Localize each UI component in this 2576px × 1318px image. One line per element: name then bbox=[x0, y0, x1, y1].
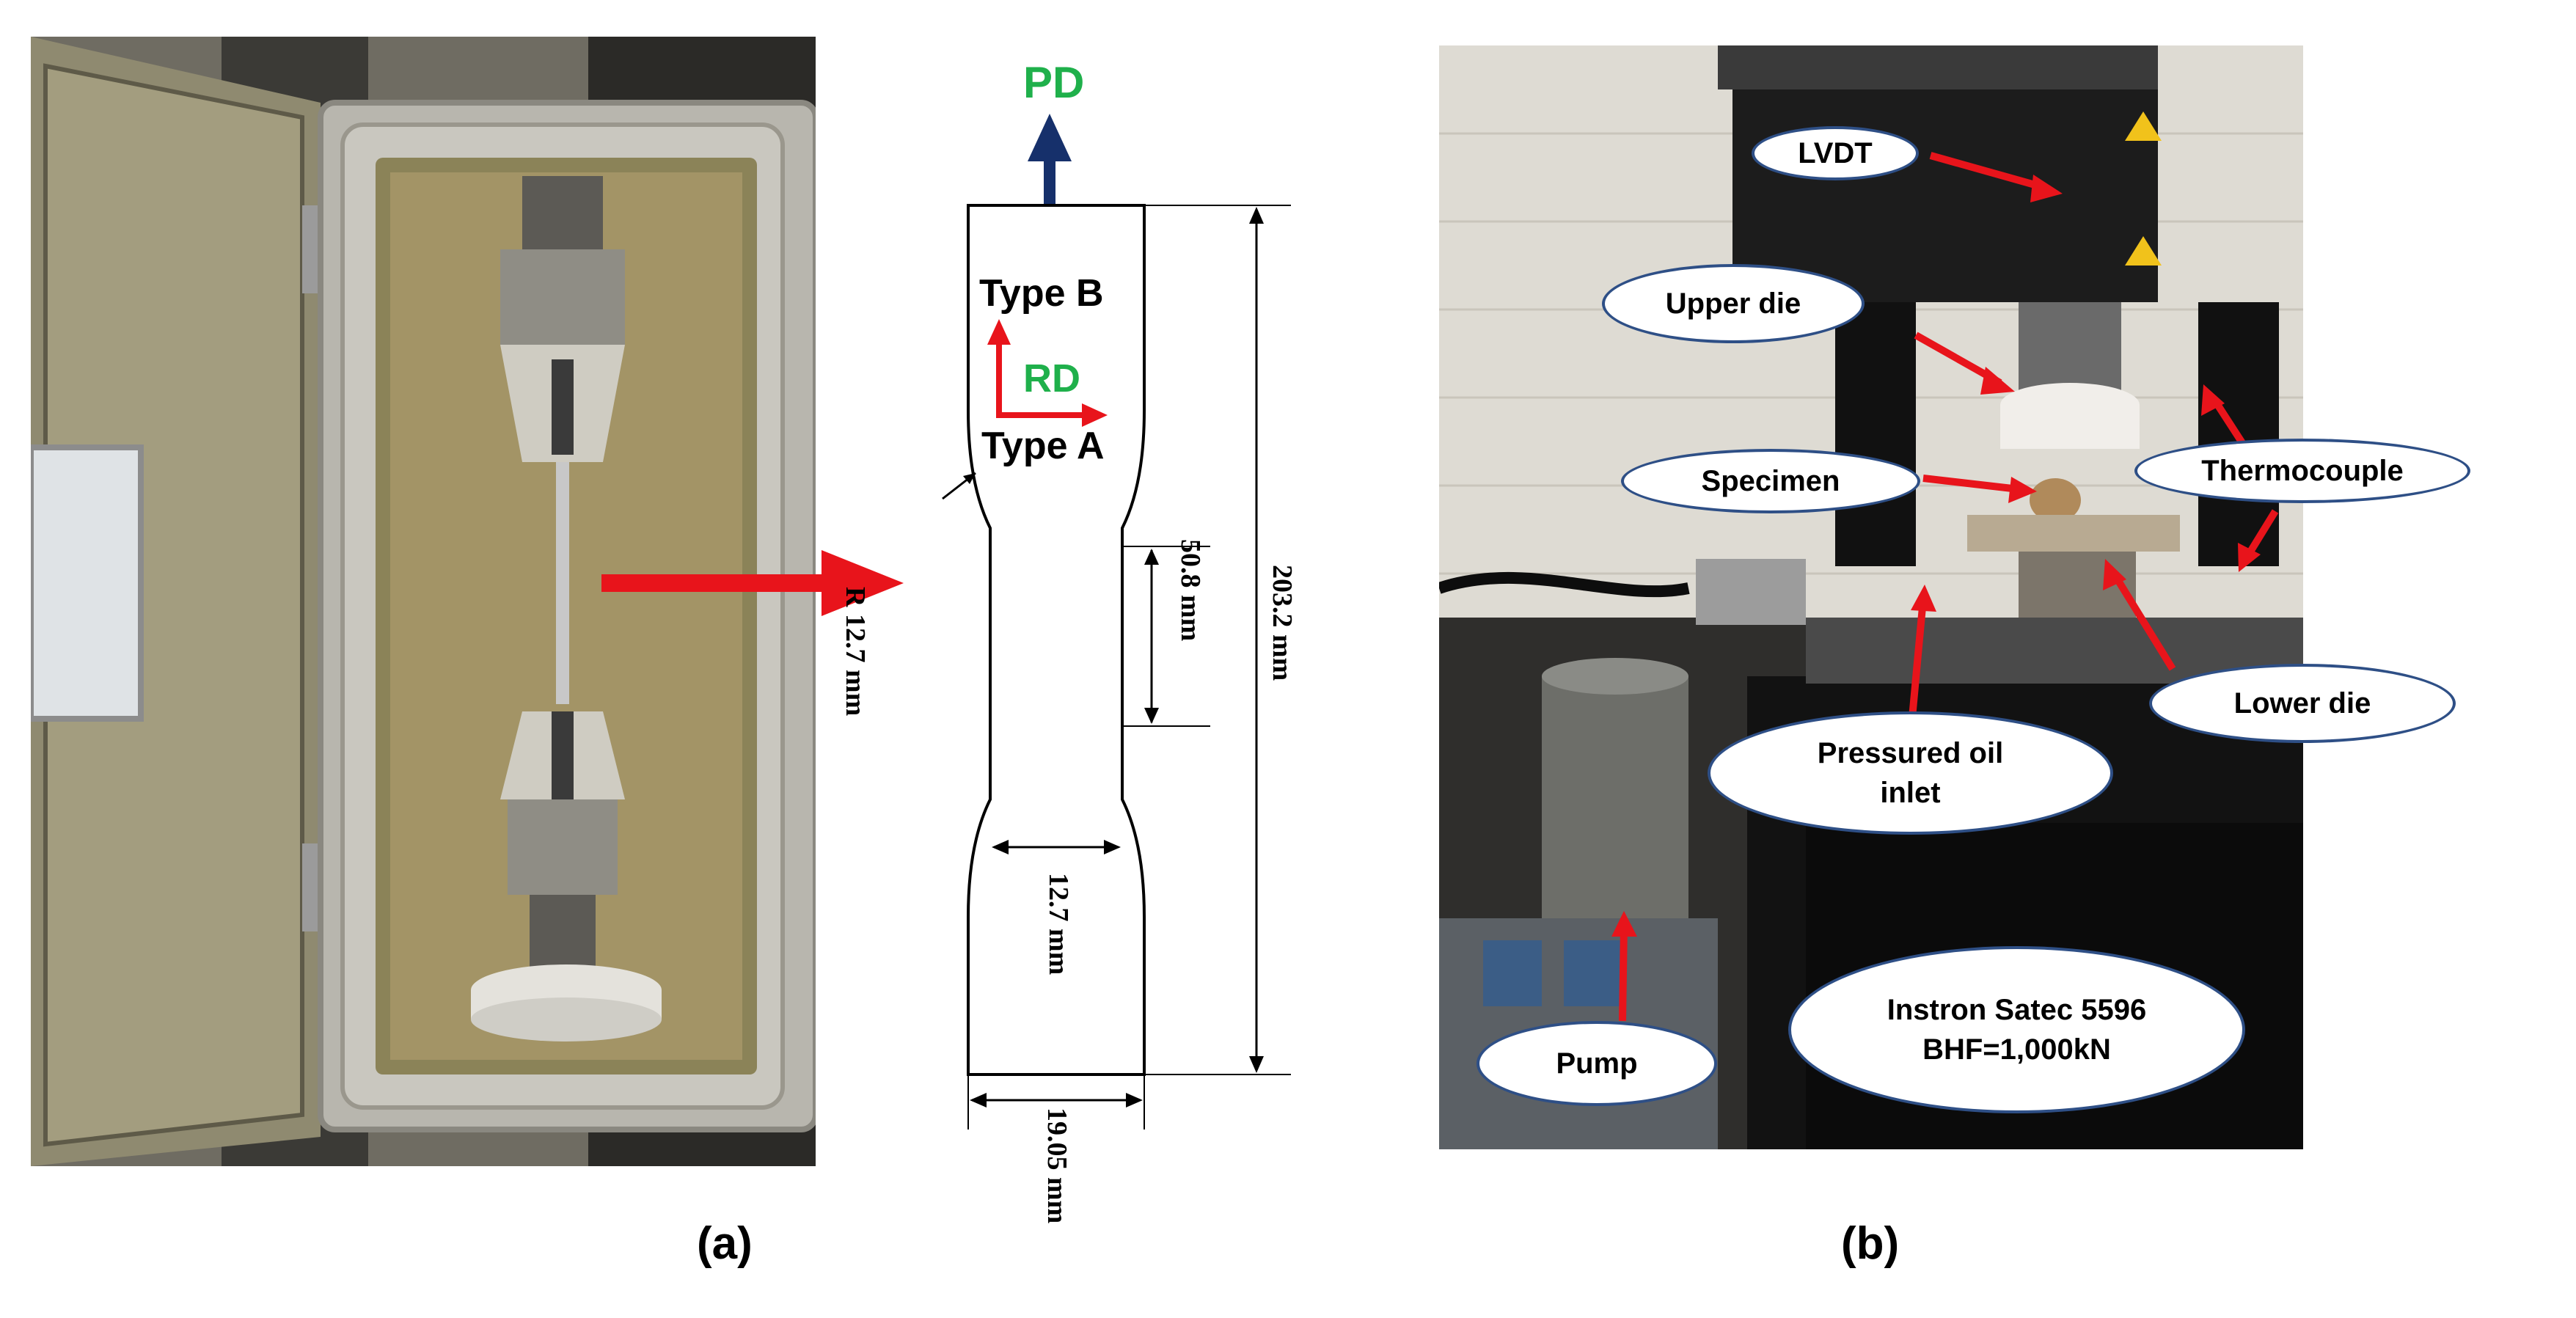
callout-arrows bbox=[1611, 152, 2279, 1022]
pointer-arrow-to-diagram bbox=[601, 550, 904, 616]
caption-a: (a) bbox=[697, 1218, 753, 1269]
lower-die-label: Lower die bbox=[2149, 664, 2456, 743]
furnace-photo-drawing bbox=[31, 37, 816, 1166]
radius-dimension-label: R 12.7 mm bbox=[840, 587, 871, 717]
tensile-furnace-photo bbox=[31, 37, 816, 1166]
lvdt-label: LVDT bbox=[1752, 126, 1919, 180]
thermocouple-label: Thermocouple bbox=[2134, 439, 2470, 503]
pump-label: Pump bbox=[1477, 1021, 1717, 1106]
type-a-label: Type A bbox=[981, 425, 1105, 467]
grip-width-dimension-label: 19.05 mm bbox=[1042, 1108, 1072, 1224]
specimen-label: Specimen bbox=[1621, 449, 1920, 513]
type-b-label: Type B bbox=[979, 272, 1104, 315]
gauge-length-dimension-label: 50.8 mm bbox=[1175, 539, 1206, 642]
caption-b: (b) bbox=[1841, 1218, 1900, 1269]
upper-die-label: Upper die bbox=[1602, 264, 1865, 343]
pd-label: PD bbox=[1023, 58, 1085, 107]
total-length-dimension-label: 203.2 mm bbox=[1267, 565, 1298, 681]
rd-label: RD bbox=[1023, 356, 1080, 400]
gauge-width-dimension-label: 12.7 mm bbox=[1043, 873, 1074, 975]
specimen-drawing bbox=[942, 114, 1291, 1130]
